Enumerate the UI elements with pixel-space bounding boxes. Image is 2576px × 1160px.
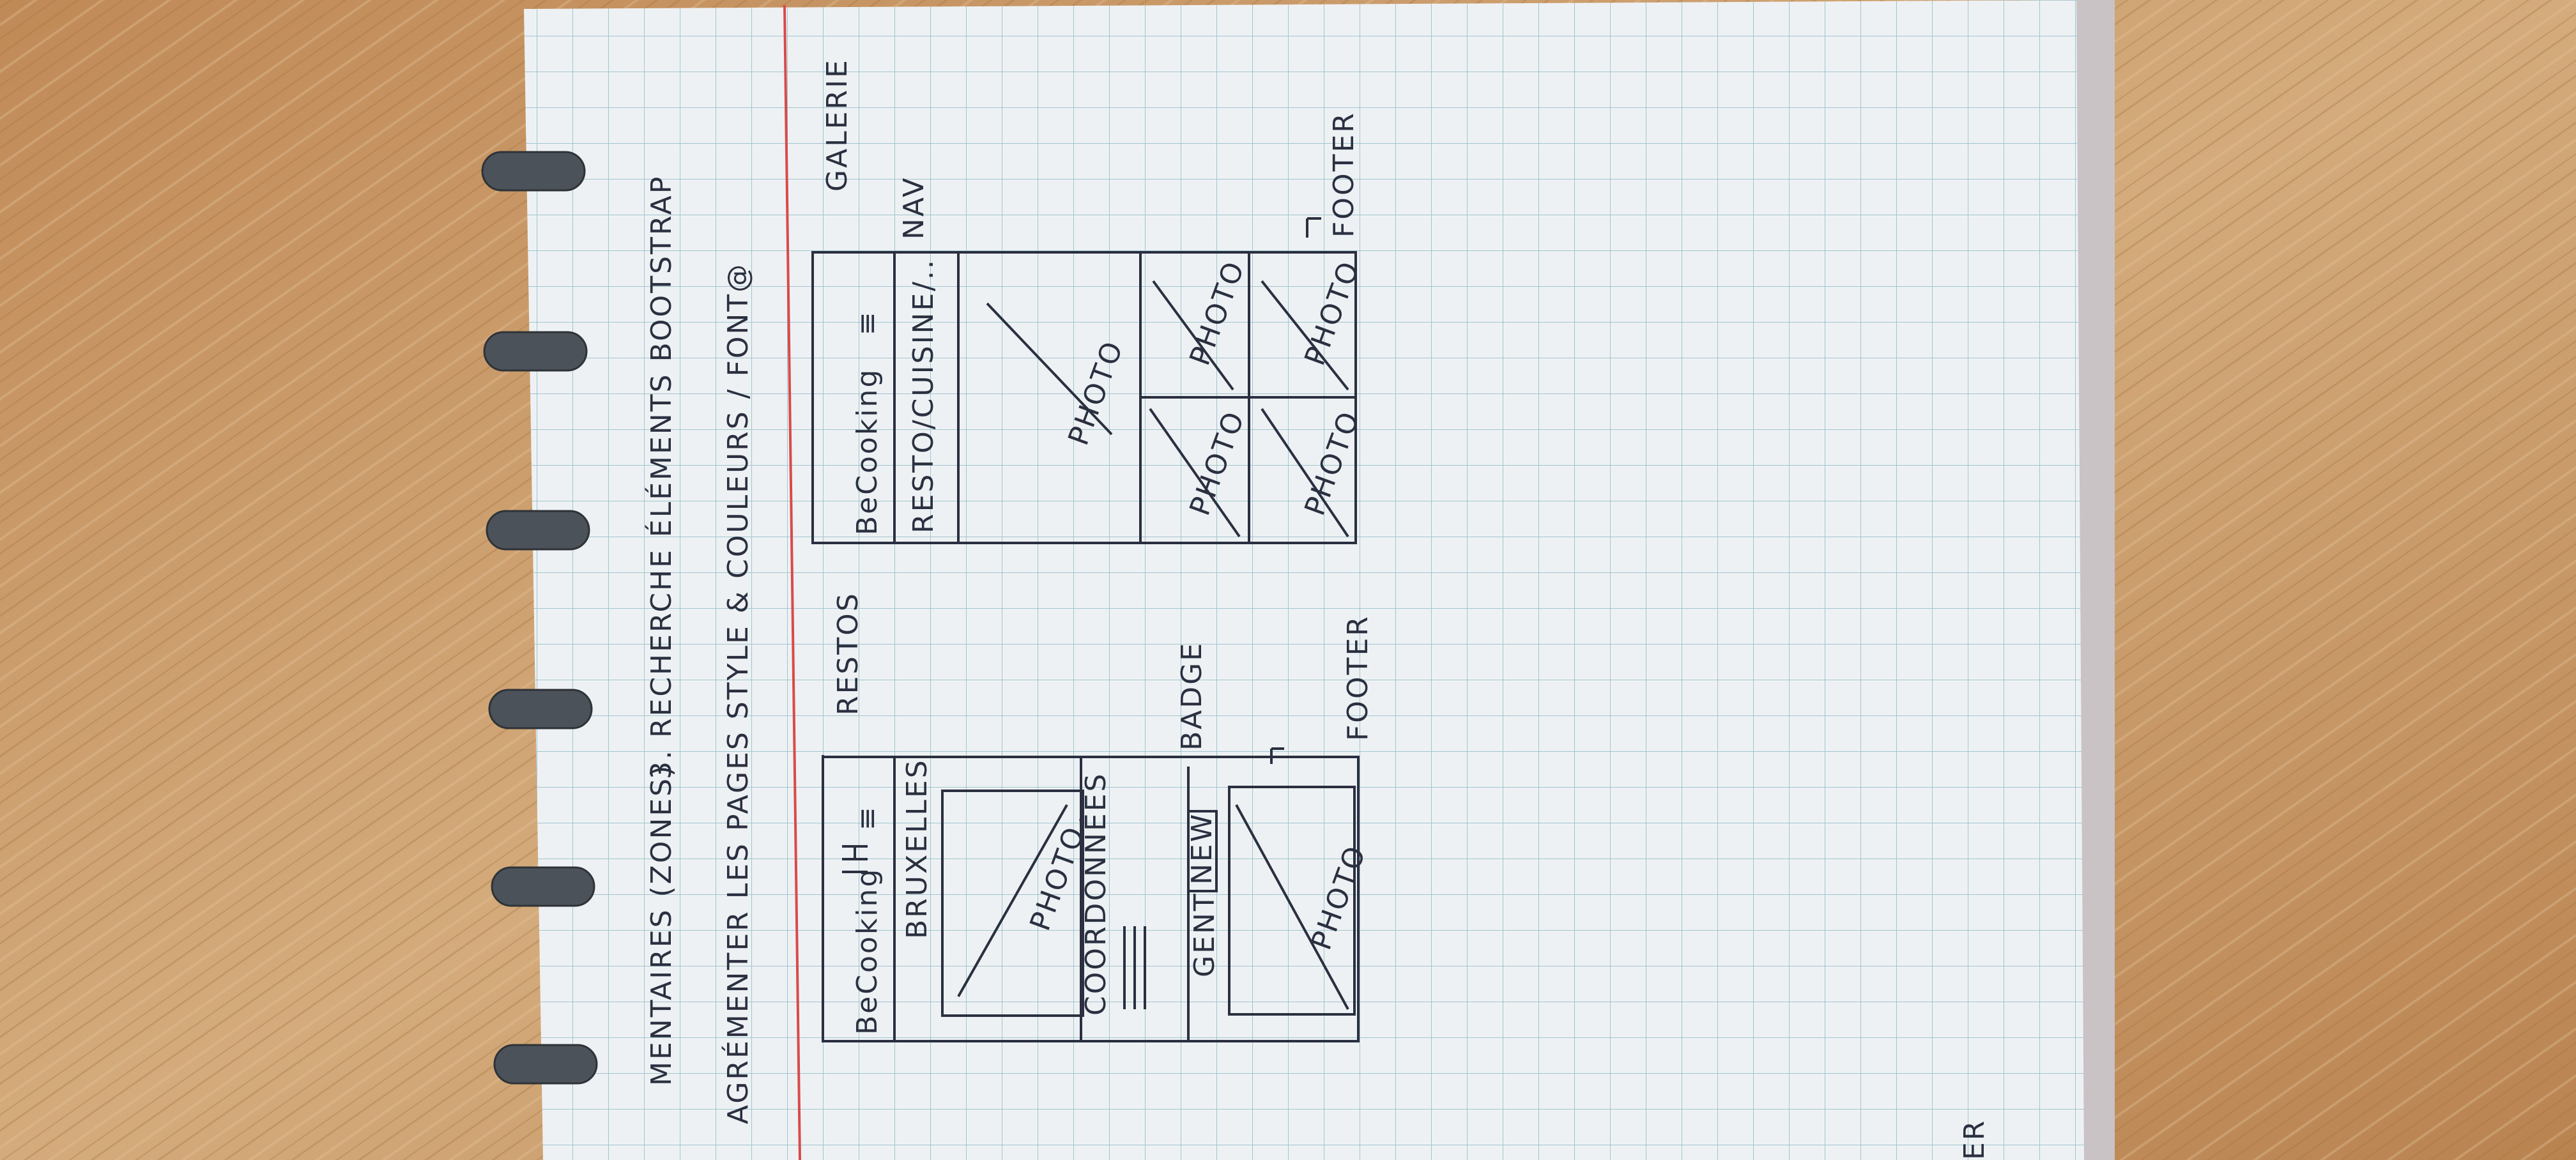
ring-icon	[488, 689, 593, 729]
wireframe-galerie	[811, 217, 1357, 544]
restos-badge-text: NEW	[1186, 813, 1218, 885]
header-line-2: AGRÉMENTER LES PAGES STYLE & COULEURS / …	[721, 263, 755, 1124]
restos-frame	[822, 756, 1360, 1042]
ring-icon	[483, 331, 588, 372]
paper-sheet	[524, 0, 2084, 1160]
galerie-footer: FOOTER	[1328, 111, 1360, 238]
header-line-1-left: MENTAIRES (ZONES)	[645, 764, 678, 1086]
restos-badge-label: BADGE	[1176, 641, 1208, 751]
ring-icon	[486, 510, 590, 551]
galerie-page-label: GALERIE	[821, 58, 854, 192]
binder-rings	[481, 151, 598, 1085]
restos-footer: FOOTER	[1342, 614, 1374, 741]
restos-photo-2	[1228, 786, 1356, 1016]
edge-text-fragment: ER	[1958, 1119, 1991, 1160]
restos-city-1: BRUXELLES	[901, 758, 933, 939]
wireframe-restos	[822, 747, 1360, 1042]
restos-menu-icon: ≡	[851, 805, 884, 830]
restos-photo-1	[941, 790, 1084, 1017]
restos-coordinates: COORDONNÉES	[1078, 772, 1112, 1016]
restos-city-2: GENT	[1188, 892, 1221, 977]
ring-icon	[481, 151, 586, 192]
header-line-1-right: 3. RECHERCHE ÉLÉMENTS BOOTSTRAP	[644, 175, 678, 779]
restos-brand: BeCooking	[851, 867, 884, 1035]
galerie-nav-label: NAV	[898, 176, 930, 240]
galerie-menu-icon: ≡	[851, 310, 884, 335]
restos-page-label: RESTOS	[832, 591, 864, 715]
galerie-nav-items: RESTO/CUISINE/..	[907, 258, 940, 533]
galerie-brand: BeCooking	[851, 368, 884, 535]
ring-icon	[493, 1044, 598, 1085]
margin-line	[783, 4, 801, 1160]
ring-icon	[491, 866, 595, 907]
